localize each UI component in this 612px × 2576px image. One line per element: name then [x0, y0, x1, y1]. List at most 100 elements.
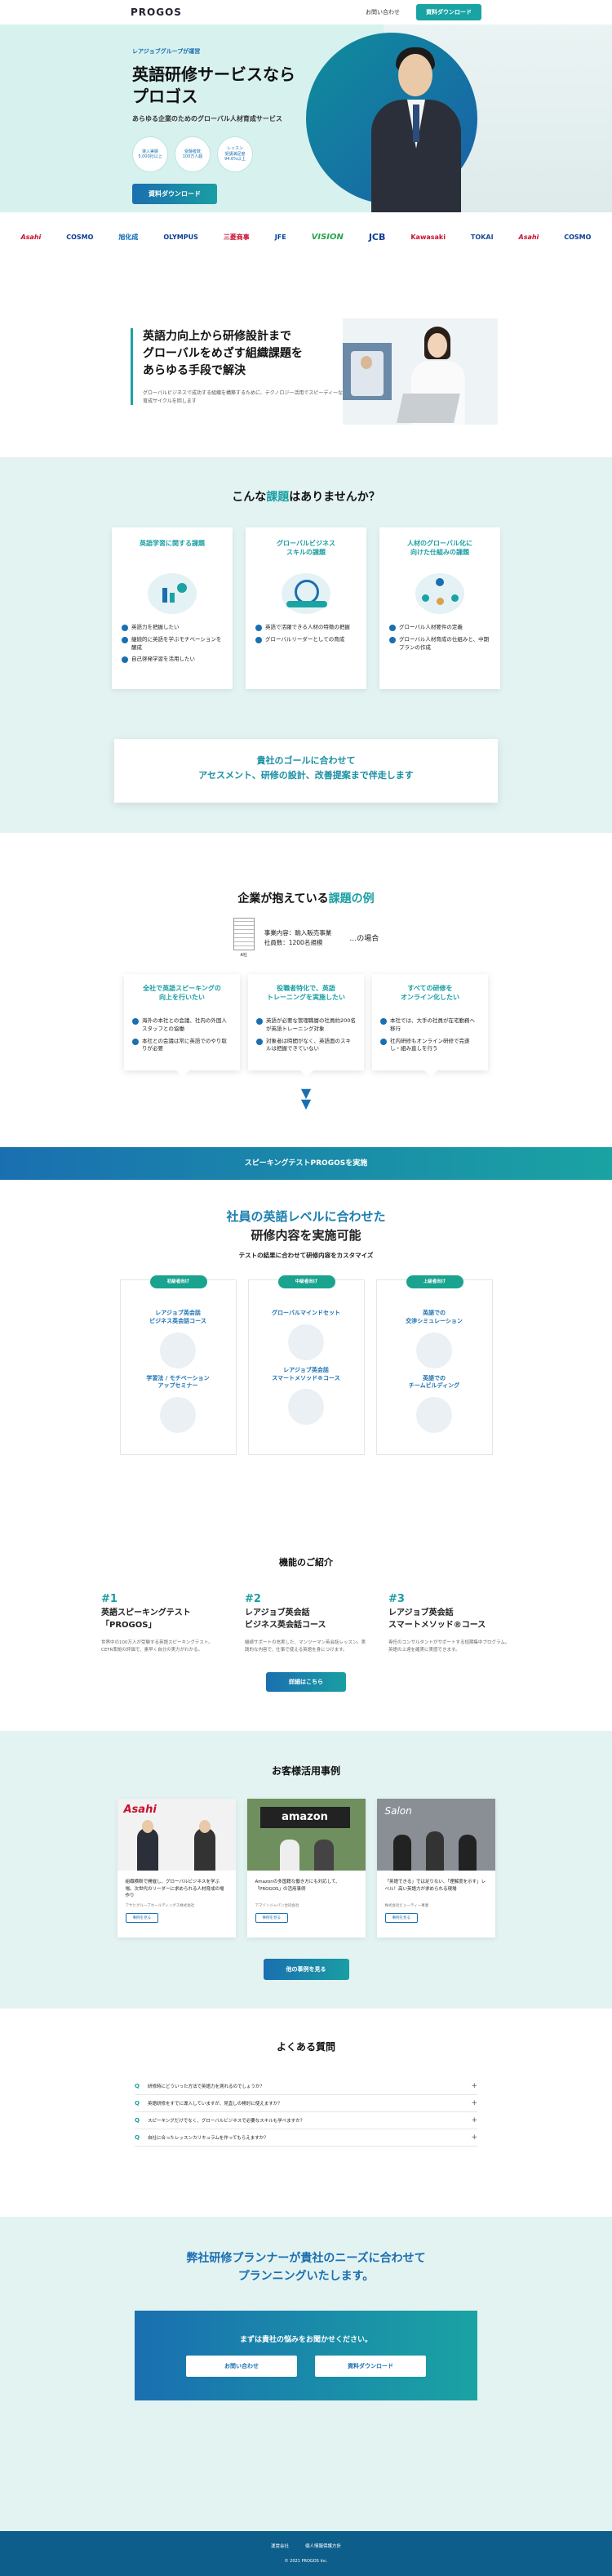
- client-logo: VISION: [311, 232, 344, 242]
- monitor-icon: [160, 1332, 196, 1368]
- faq-q-label: Q: [135, 2083, 140, 2089]
- problem-item-text: 継続的に英語を学ぶモチベーションを醸成: [131, 635, 222, 651]
- plus-icon[interactable]: +: [471, 2099, 477, 2107]
- intro-title-line1: 英語力向上から研修設計まで: [143, 330, 291, 343]
- feature-details-button[interactable]: 詳細はこちら: [266, 1671, 346, 1692]
- contact-download-button[interactable]: 資料ダウンロード: [315, 2355, 426, 2377]
- case-link-button[interactable]: 事例を見る: [384, 1913, 418, 1923]
- plus-icon[interactable]: +: [471, 2133, 477, 2142]
- footer-link-privacy[interactable]: 個人情報保護方針: [305, 2544, 342, 2549]
- plus-icon[interactable]: +: [471, 2116, 477, 2124]
- case-card[interactable]: Asahi 組織横断で開催し、グローバルビジネスを学ぶ場。次世代のリーダーに求め…: [117, 1799, 236, 1938]
- case-card[interactable]: Salon 「英語できる」では足りない、「理解度を示す」レベル！高い英語力が求め…: [376, 1799, 495, 1938]
- company-profile: A社 事業内容：輸入販売事業 社員数：1200名規模 …の場合: [0, 918, 612, 958]
- level-pill: 中級者向け: [277, 1275, 335, 1288]
- handshake-icon: [416, 1397, 452, 1434]
- case-photo: Asahi: [117, 1799, 236, 1871]
- check-icon: [255, 636, 262, 643]
- company-case-suffix: …の場合: [349, 935, 379, 943]
- inquiry-button[interactable]: お問い合わせ: [186, 2355, 297, 2377]
- more-cases-button[interactable]: 他の事例を見る: [263, 1959, 349, 1980]
- hero-badge: レッスン 受講満足度 94.6%以上: [217, 136, 253, 172]
- faq-question: 自社に合ったレッスンカリキュラムを作ってもらえますか？: [147, 2136, 268, 2141]
- plus-icon[interactable]: +: [471, 2082, 477, 2090]
- case-company: アサヒグループホールディングス株式会社: [125, 1904, 195, 1908]
- building-group: A社: [233, 918, 255, 958]
- check-icon: [380, 1038, 387, 1045]
- chart-illustration-icon: [148, 573, 197, 614]
- case-card[interactable]: amazon Amazonの多国籍な働き方にも対応して、「PROGOS」の活用事…: [246, 1799, 366, 1938]
- header-nav: お問い合わせ 資料ダウンロード: [366, 4, 481, 20]
- contact-box-title: まずは貴社の悩みをお聞かせください。: [239, 2335, 372, 2344]
- level-course: 英語での チームビルディング: [408, 1374, 460, 1390]
- example-item-text: 対象者は時間がなく、英語面のスキルは把握できていない: [266, 1037, 351, 1052]
- faq-title: よくある質問: [276, 2041, 335, 2053]
- case-link-button[interactable]: 事例を見る: [255, 1913, 288, 1923]
- feature-item: #2 レアジョブ英会話 ビジネス英会話コース 継続サポートの充実した、マンツーマ…: [245, 1593, 367, 1654]
- problem-item: グローバル人材育成の仕組みと、中期プランの作成: [389, 636, 490, 652]
- client-logo: COSMO: [564, 233, 592, 241]
- problems-title: こんな課題はありませんか？: [0, 488, 612, 505]
- feature-number: #3: [388, 1593, 405, 1605]
- logo[interactable]: PROGOS: [131, 7, 182, 18]
- meeting-icon: [416, 1332, 452, 1368]
- problem-cards: 英語学習に関する課題 英語力を把握したい 継続的に英語を学ぶモチベーションを醸成…: [0, 527, 612, 689]
- client-logo: Kawasaki: [410, 233, 446, 241]
- problem-card-title: 英語学習に関する課題: [140, 540, 205, 547]
- levels-title: 社員の英語レベルに合わせた 研修内容を実施可能: [0, 1208, 612, 1244]
- problem-item-text: 英語で活躍できる人材の特徴の把握: [265, 624, 350, 630]
- feature-item: #3 レアジョブ英会話 スマートメソッド®コース 専任のコンサルタントがサポート…: [388, 1593, 511, 1654]
- company-business: 事業内容：輸入販売事業: [264, 929, 332, 937]
- header-download-button[interactable]: 資料ダウンロード: [416, 4, 481, 20]
- problem-item-text: 英語力を把握したい: [131, 624, 180, 630]
- case-text: 「英語できる」では足りない、「理解度を示す」レベル！高い英語力が求められる現場: [384, 1880, 486, 1892]
- site-footer: 運営会社 個人情報保護方針 © 2021 PROGOS Inc.: [0, 2531, 612, 2576]
- problem-item-text: グローバル人材要件の定義: [399, 624, 463, 630]
- contact-box: まずは貴社の悩みをお聞かせください。 お問い合わせ 資料ダウンロード: [135, 2310, 477, 2400]
- goal-line2: アセスメント、研修の設計、改善提案まで伴走します: [198, 769, 414, 781]
- check-icon: [122, 636, 128, 643]
- problem-item-text: 自己啓発学習を活用したい: [131, 656, 195, 663]
- hero-title-line2: プロゴス: [132, 87, 198, 106]
- check-icon: [132, 1038, 139, 1045]
- example-card-title: すべての研修を オンライン化したい: [401, 985, 459, 1002]
- footer-links: 運営会社 個人情報保護方針: [0, 2543, 612, 2549]
- client-logo: Asahi: [518, 233, 539, 241]
- company-employees: 社員数：1200名規模: [264, 938, 323, 946]
- contact-section: 弊社研修プランナーが貴社のニーズに合わせて プランニングいたします。 まずは貴社…: [0, 2217, 612, 2531]
- hero-download-button[interactable]: 資料ダウンロード: [132, 184, 217, 204]
- building-label: A社: [240, 953, 247, 958]
- check-icon: [256, 1038, 263, 1045]
- check-icon: [122, 656, 128, 664]
- contact-title-line2: プランニングいたします。: [237, 2270, 375, 2284]
- example-item: 海外の本社との会議、社内の外国人スタッフとの協働: [132, 1017, 232, 1034]
- check-icon: [256, 1018, 263, 1025]
- footer-link-company[interactable]: 運営会社: [270, 2544, 289, 2549]
- check-icon: [389, 636, 396, 643]
- problem-card: 英語学習に関する課題 英語力を把握したい 継続的に英語を学ぶモチベーションを醸成…: [112, 527, 233, 689]
- problem-card-title: グローバルビジネス スキルの課題: [277, 540, 335, 557]
- feature-description: 世界中の100万人が受験する英語スピーキングテスト。CEFR準拠の評価で、素早く…: [101, 1640, 213, 1653]
- problem-item: 英語で活躍できる人材の特徴の把握: [255, 624, 357, 632]
- goal-line1: 貴社のゴールに合わせて: [256, 755, 356, 766]
- case-link-button[interactable]: 事例を見る: [125, 1913, 158, 1923]
- level-pill: 上級者向け: [406, 1275, 463, 1288]
- copyright: © 2021 PROGOS Inc.: [284, 2559, 328, 2564]
- faq-q-label: Q: [135, 2117, 140, 2124]
- building-icon: [233, 918, 255, 950]
- faq-question: 英語研修をすでに導入していますが、見直しの検討に使えますか？: [147, 2102, 282, 2107]
- goal-box: 貴社のゴールに合わせて アセスメント、研修の設計、改善提案まで伴走します: [114, 739, 498, 803]
- problems-title-pre: こんな: [232, 491, 267, 504]
- intro-title: 英語力向上から研修設計まで グローバルをめざす組織課題を あらゆる手段で解決: [143, 328, 343, 380]
- contact-link[interactable]: お問い合わせ: [366, 9, 400, 16]
- problems-title-highlight: 課題: [266, 491, 290, 504]
- feature-title: レアジョブ英会話 スマートメソッド®コース: [388, 1608, 486, 1630]
- hero-copy: レアジョブグループが運営 英語研修サービスなら プロゴス あらゆる企業のためのグ…: [132, 47, 320, 204]
- feature-description: 専任のコンサルタントがサポートする短期集中プログラム。英語の上達を確実に実感でき…: [388, 1640, 510, 1653]
- case-brand: amazon: [259, 1807, 350, 1828]
